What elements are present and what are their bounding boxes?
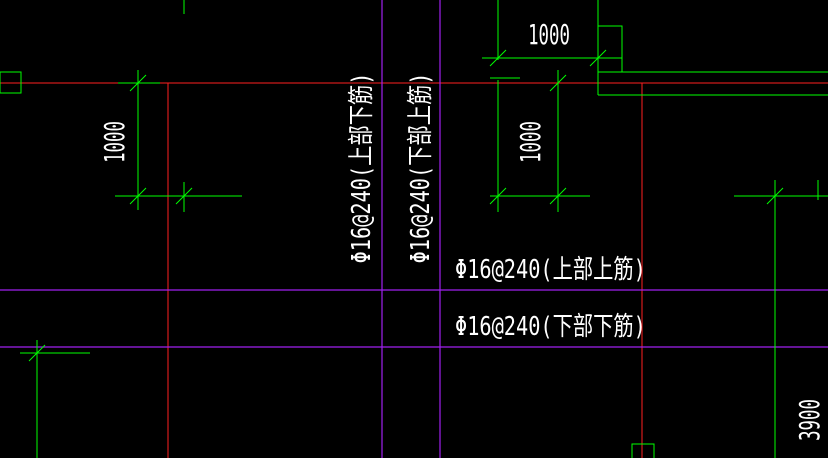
column-outline-bottom (631, 443, 655, 458)
dimension-tick-left-top (129, 74, 147, 92)
rebar-label-vertical-top-lower: Φ16@240(上部下筋) (347, 73, 377, 264)
dimension-tick-mid-bottom (549, 187, 567, 205)
dimension-tick-bottom-left (28, 344, 46, 362)
dimension-text-top: 1000 (528, 19, 570, 51)
column-outline-top (597, 25, 623, 73)
dimension-text-mid-vertical: 1000 (515, 121, 547, 163)
dimension-tick-mid-top (549, 74, 567, 92)
dimension-text-right-vertical: 3900 (794, 399, 826, 441)
dimension-tick-top-left (489, 49, 507, 67)
dimension-tick-left-extra (175, 187, 193, 205)
rebar-label-horizontal-bottom-lower: Φ16@240(下部下筋) (455, 312, 646, 342)
dimension-tick-mid-left (489, 187, 507, 205)
dimension-tick-left-bottom (129, 187, 147, 205)
rebar-label-vertical-bottom-upper: Φ16@240(下部上筋) (406, 73, 436, 264)
dimension-tick-right-top (766, 187, 784, 205)
rebar-label-horizontal-top-upper: Φ16@240(上部上筋) (455, 255, 646, 285)
dimension-text-left-vertical: 1000 (99, 121, 131, 163)
column-outline-left (0, 71, 22, 94)
